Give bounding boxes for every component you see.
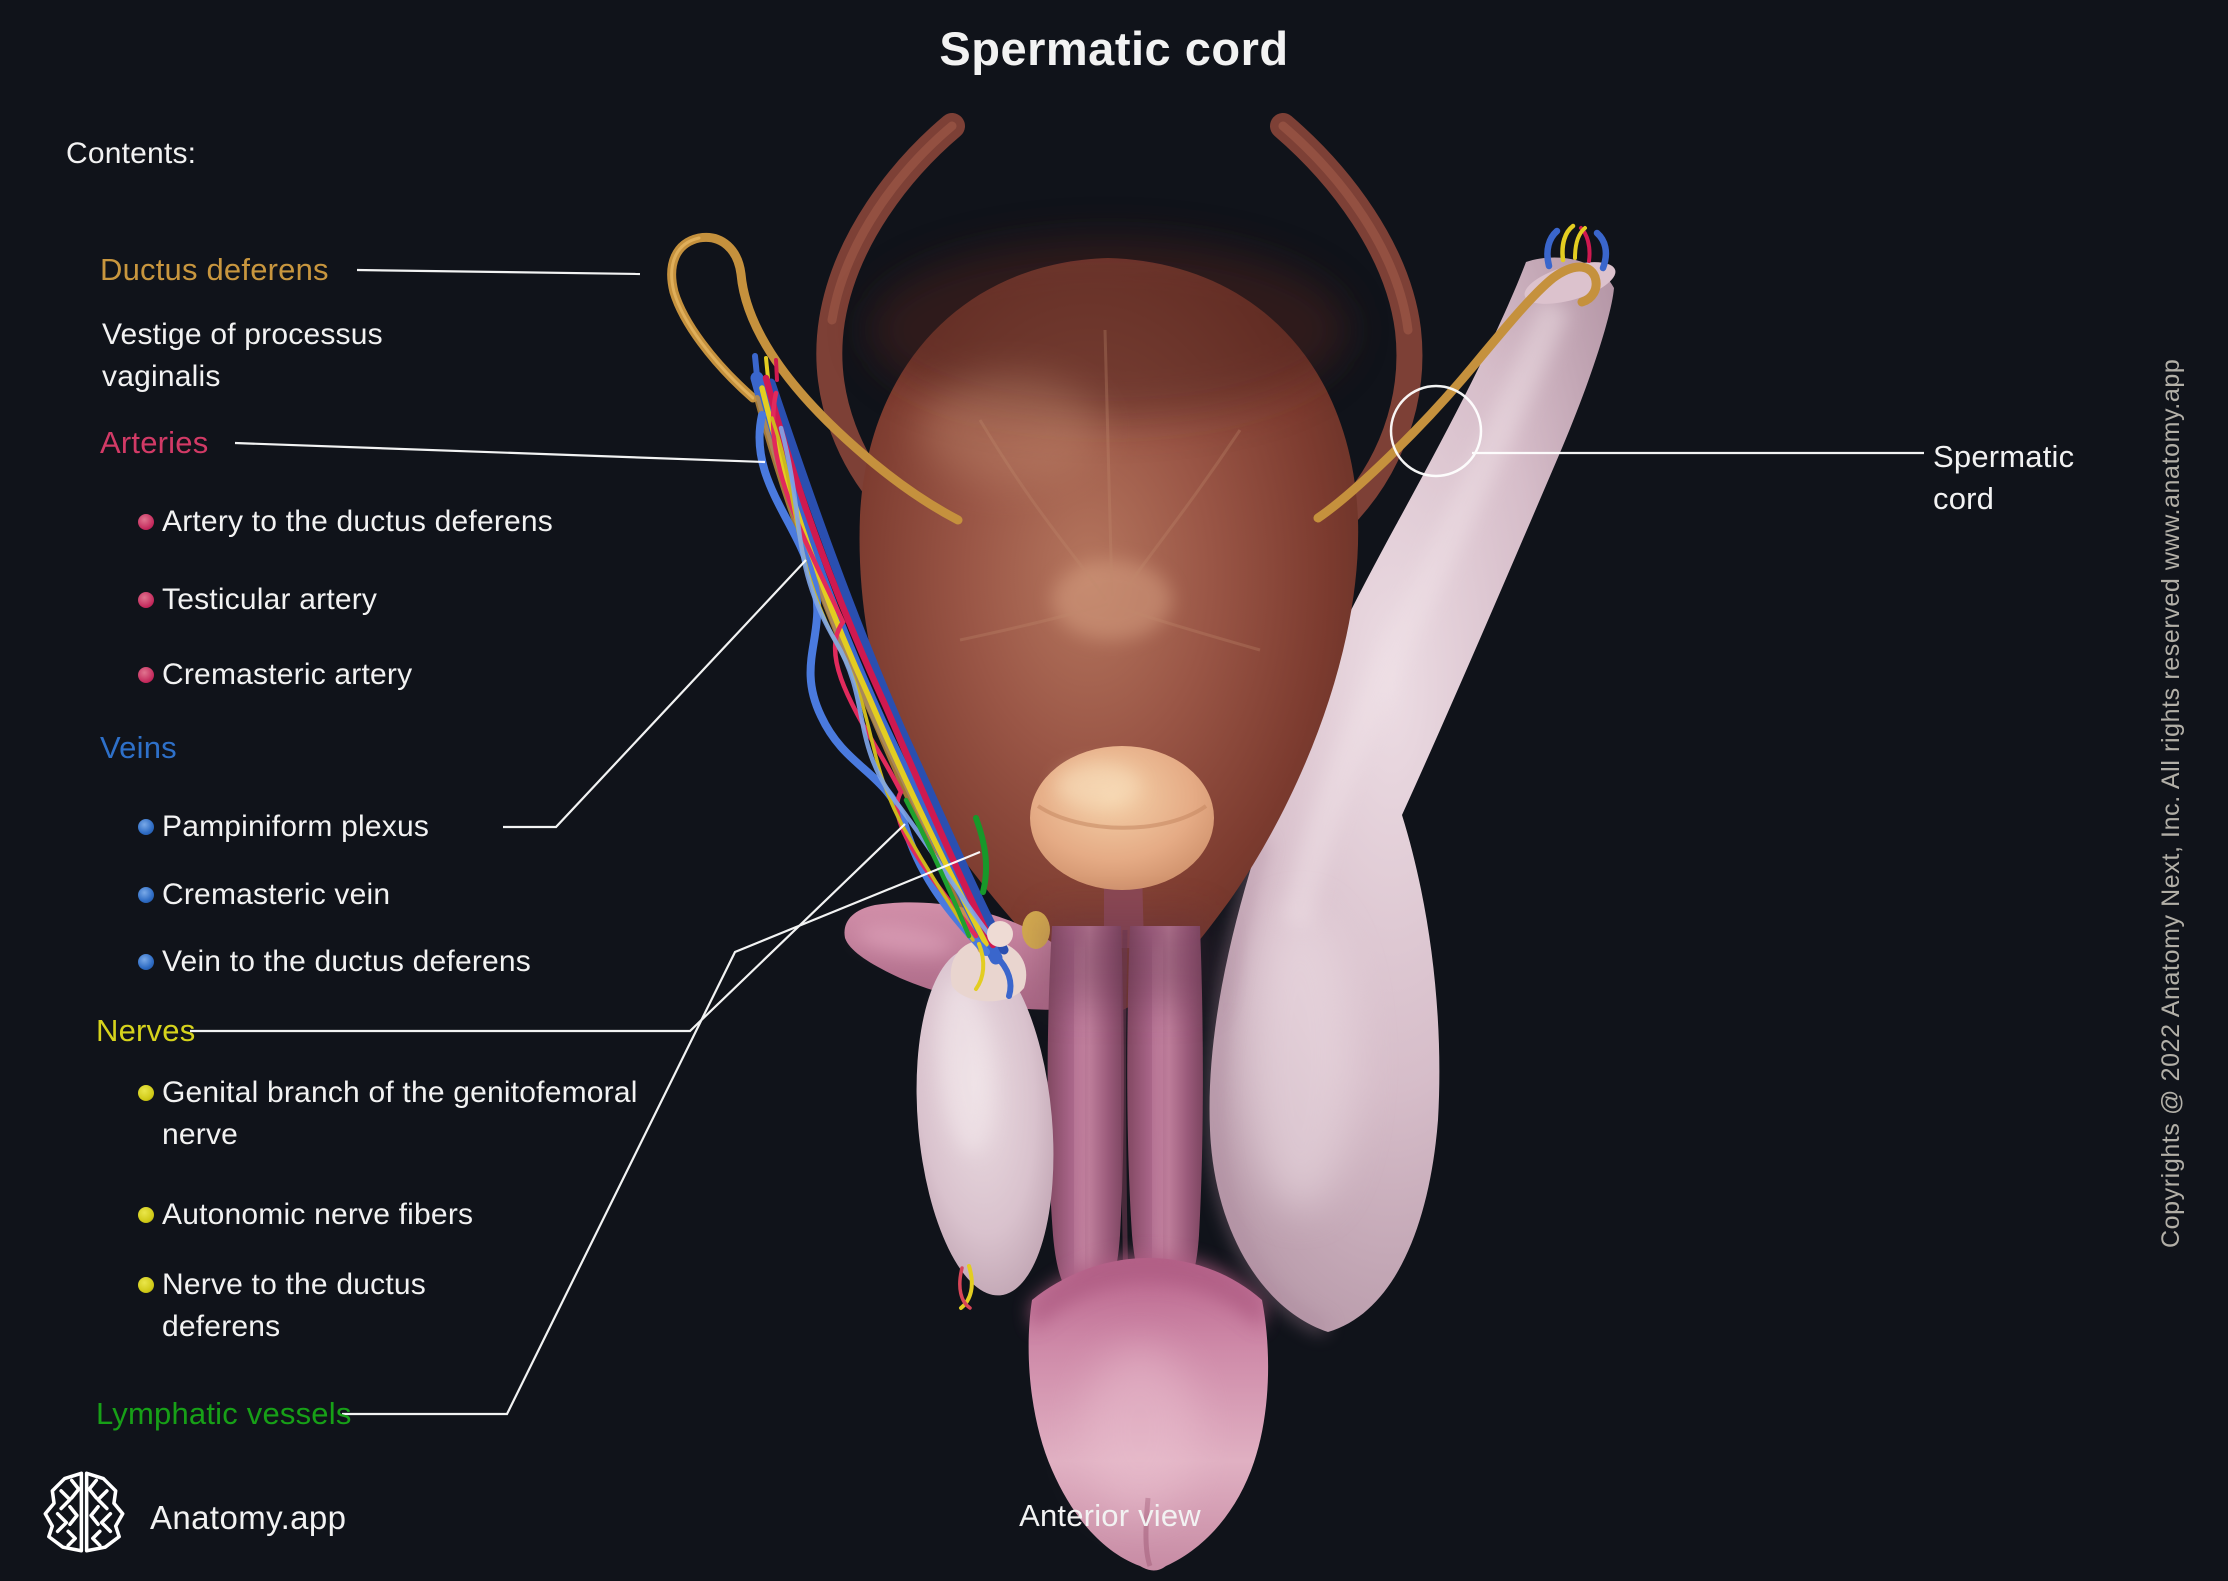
legend-genital-branch: Genital branch of the genitofemoral nerv… bbox=[162, 1076, 638, 1151]
right-spermatic-cord bbox=[1208, 223, 1616, 1335]
spermatic-cord-circle-marker bbox=[1389, 384, 1483, 478]
bladder bbox=[859, 240, 1359, 1012]
view-label: Anterior view bbox=[1019, 1498, 1201, 1533]
page-title: Spermatic cord bbox=[939, 22, 1289, 75]
legend-lymphatic-vessels: Lymphatic vessels bbox=[96, 1396, 352, 1431]
nerve-bullet-icon bbox=[138, 1277, 154, 1293]
vertical-copyright: Copyrights @ 2022 Anatomy Next, Inc. All… bbox=[2157, 358, 2185, 1248]
vein-bullet-icon bbox=[138, 887, 154, 903]
leader-ductus-deferens bbox=[356, 268, 641, 276]
epididymis-nub bbox=[987, 921, 1013, 947]
legend-testicular-artery: Testicular artery bbox=[162, 583, 378, 616]
legend-nerves-heading: Nerves bbox=[96, 1013, 196, 1048]
legend-pampiniform-plexus: Pampiniform plexus bbox=[162, 810, 430, 843]
glans bbox=[1028, 1254, 1269, 1571]
leader-lymphatic-vessels bbox=[342, 850, 981, 1416]
legend-cremasteric-artery: Cremasteric artery bbox=[162, 658, 413, 691]
left-testis bbox=[916, 939, 1054, 1310]
legend-nerve-to-ductus: Nerve to the ductus deferens bbox=[162, 1268, 426, 1343]
artery-bullet-icon bbox=[138, 514, 154, 530]
legend-autonomic-nerve-fibers: Autonomic nerve fibers bbox=[162, 1198, 474, 1231]
testis-tail-vessels bbox=[958, 1264, 974, 1310]
ductus-deferens-tubes bbox=[667, 232, 1601, 525]
legend-vein-to-ductus: Vein to the ductus deferens bbox=[162, 945, 531, 978]
vein-bullet-icon bbox=[138, 819, 154, 835]
legend-ductus-deferens: Ductus deferens bbox=[100, 252, 329, 287]
legend-arteries-heading: Arteries bbox=[100, 425, 209, 460]
spermatic-vessel-bundle bbox=[750, 353, 1014, 999]
anatomy-illustration bbox=[667, 113, 1616, 1571]
spermatic-cord-annotation: Spermatic cord bbox=[1933, 439, 2075, 516]
penis-shaft bbox=[1046, 918, 1206, 1305]
legend-cremasteric-vein: Cremasteric vein bbox=[162, 878, 391, 911]
contents-heading: Contents: bbox=[66, 137, 197, 170]
vein-bullet-icon bbox=[138, 954, 154, 970]
artery-bullet-icon bbox=[138, 592, 154, 608]
legend-vestige-processus-vaginalis: Vestige of processus vaginalis bbox=[102, 318, 383, 393]
leader-arteries bbox=[234, 441, 766, 464]
cut-vessel-stubs bbox=[1544, 223, 1610, 272]
legend-veins-heading: Veins bbox=[100, 730, 177, 765]
artery-bullet-icon bbox=[138, 667, 154, 683]
brain-icon bbox=[43, 1471, 125, 1553]
nerve-bullet-icon bbox=[138, 1085, 154, 1101]
brand-name: Anatomy.app bbox=[150, 1499, 347, 1536]
bulbourethral-knob bbox=[1022, 911, 1050, 949]
leader-pampiniform-plexus bbox=[503, 559, 807, 829]
nerve-bullet-icon bbox=[138, 1207, 154, 1223]
leader-nerves bbox=[190, 823, 906, 1033]
legend-artery-to-ductus: Artery to the ductus deferens bbox=[162, 505, 554, 538]
